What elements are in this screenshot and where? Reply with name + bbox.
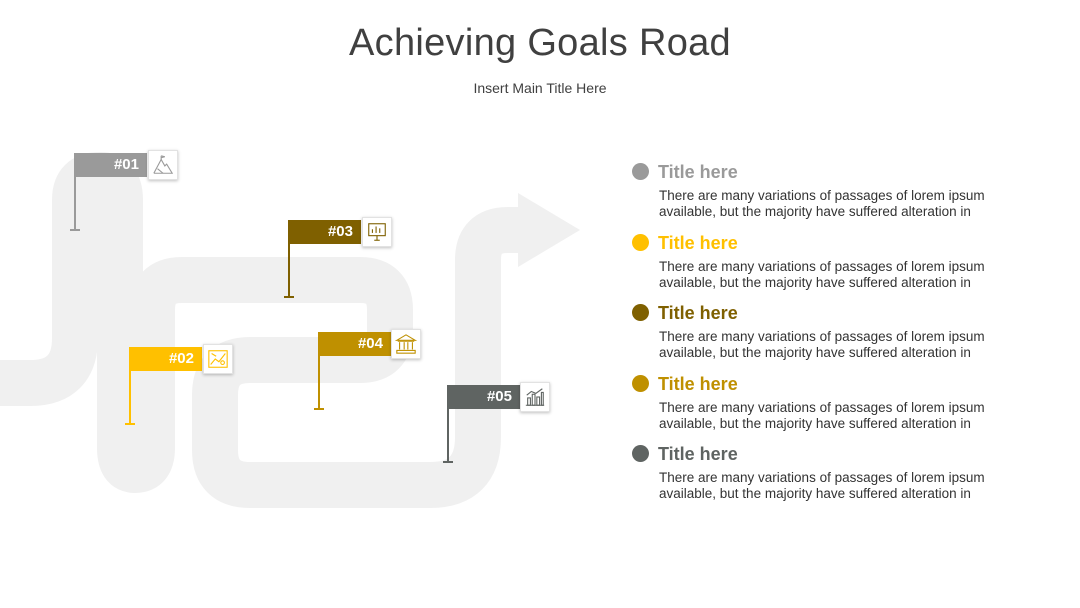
bullet-dot: [632, 163, 649, 180]
map-icon: [203, 344, 233, 374]
flag-banner: #03: [288, 220, 361, 244]
item-text: There are many variations of passages of…: [659, 188, 985, 219]
item-text: There are many variations of passages of…: [659, 329, 985, 360]
item-title: Title here: [658, 444, 738, 464]
bank-icon: [391, 329, 421, 359]
item-title: Title here: [658, 233, 738, 253]
bar-chart-icon: [520, 382, 550, 412]
flag-banner: #02: [129, 347, 202, 371]
presentation-icon: [362, 217, 392, 247]
flag-pole: [74, 177, 76, 230]
item-text: There are many variations of passages of…: [659, 259, 985, 290]
item-text: There are many variations of passages of…: [659, 470, 985, 501]
page-subtitle: Insert Main Title Here: [473, 80, 607, 96]
flag-foot: [70, 229, 80, 231]
flag-foot: [443, 461, 453, 463]
winding-road: [0, 152, 580, 508]
bullet-dot: [632, 445, 649, 462]
flag-banner: #04: [318, 332, 391, 356]
item-title: Title here: [658, 303, 738, 323]
road-path: [0, 152, 540, 508]
flag-foot: [314, 408, 324, 410]
item-text: There are many variations of passages of…: [659, 400, 985, 431]
mountain-icon: [148, 150, 178, 180]
flag-foot: [125, 423, 135, 425]
flag-foot: [284, 296, 294, 298]
page-title: Achieving Goals Road: [349, 22, 731, 64]
flag-pole: [288, 244, 290, 297]
bullet-dot: [632, 304, 649, 321]
flag-pole: [447, 409, 449, 462]
bullet-dot: [632, 234, 649, 251]
item-title: Title here: [658, 162, 738, 182]
bullet-dot: [632, 375, 649, 392]
flag-pole: [129, 371, 131, 424]
flag-pole: [318, 356, 320, 409]
road-arrow-head: [518, 193, 580, 267]
item-title: Title here: [658, 374, 738, 394]
flag-banner: #05: [447, 385, 520, 409]
flag-banner: #01: [74, 153, 147, 177]
